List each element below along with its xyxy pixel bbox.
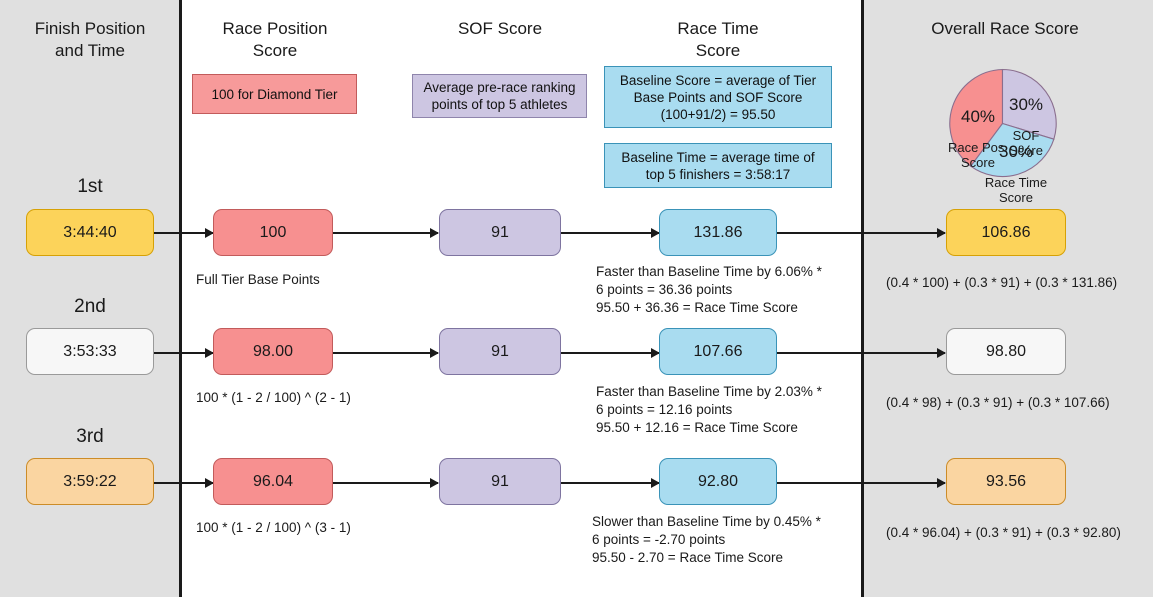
overall-note-3: (0.4 * 96.04) + (0.3 * 91) + (0.3 * 92.8… xyxy=(886,525,1121,540)
row-label-2nd: 2nd xyxy=(74,296,106,317)
race-position-note-3: 100 * (1 - 2 / 100) ^ (3 - 1) xyxy=(196,520,351,535)
left-divider xyxy=(179,0,182,597)
sof-score-box-2[interactable]: 91 xyxy=(439,328,561,375)
pie-label-race-pos-score: 40% Race Pos. Score xyxy=(942,94,1014,170)
race-position-note-1: Full Tier Base Points xyxy=(196,272,320,287)
finish-time-box-2[interactable]: 3:53:33 xyxy=(26,328,154,375)
race-time-score-box-2[interactable]: 107.66 xyxy=(659,328,777,375)
race-time-score-box-3[interactable]: 92.80 xyxy=(659,458,777,505)
sof-score-box-1[interactable]: 91 xyxy=(439,209,561,256)
race-position-score-box-2[interactable]: 98.00 xyxy=(213,328,333,375)
arrow-racetime-to-overall-2 xyxy=(777,348,946,358)
row-label-3rd: 3rd xyxy=(76,426,104,447)
pie-label-sof-score: 30% SOF Score xyxy=(998,82,1054,158)
note-baseline-time: Baseline Time = average time of top 5 fi… xyxy=(604,143,832,188)
pie-pct-race-time-score: 30% xyxy=(998,142,1034,161)
note-sof-definition: Average pre-race ranking points of top 5… xyxy=(412,74,587,118)
overall-score-box-1[interactable]: 106.86 xyxy=(946,209,1066,256)
arrow-position-to-sof-3 xyxy=(333,478,439,488)
pie-svg xyxy=(949,68,1057,178)
pie-slice-sof-score xyxy=(1001,68,1057,140)
overall-score-box-3[interactable]: 93.56 xyxy=(946,458,1066,505)
header-sof-score: SOF Score xyxy=(457,19,543,38)
overall-note-1: (0.4 * 100) + (0.3 * 91) + (0.3 * 131.86… xyxy=(886,275,1118,290)
pie-pct-race-pos-score: 40% xyxy=(960,107,996,126)
arrow-finish-to-position-1 xyxy=(154,228,214,238)
pie-name-sof-score: SOF Score xyxy=(1009,128,1043,158)
arrow-finish-to-position-2 xyxy=(154,348,214,358)
finish-time-box-3[interactable]: 3:59:22 xyxy=(26,458,154,505)
overall-note-2: (0.4 * 98) + (0.3 * 91) + (0.3 * 107.66) xyxy=(886,395,1110,410)
race-time-note-2: Faster than Baseline Time by 2.03% * 6 p… xyxy=(596,384,822,435)
finish-time-box-1[interactable]: 3:44:40 xyxy=(26,209,154,256)
header-finish-position-and-time: Finish Position and Time xyxy=(34,19,146,60)
pie-slice-race-time-score xyxy=(969,122,1055,178)
arrow-position-to-sof-1 xyxy=(333,228,439,238)
right-divider xyxy=(861,0,864,597)
pie-name-race-time-score: Race Time Score xyxy=(984,175,1048,205)
race-position-score-box-3[interactable]: 96.04 xyxy=(213,458,333,505)
race-position-score-box-1[interactable]: 100 xyxy=(213,209,333,256)
arrow-sof-to-racetime-3 xyxy=(561,478,660,488)
race-time-score-box-1[interactable]: 131.86 xyxy=(659,209,777,256)
row-label-1st: 1st xyxy=(77,176,103,197)
header-overall-race-score: Overall Race Score xyxy=(931,19,1079,38)
arrow-finish-to-position-3 xyxy=(154,478,214,488)
arrow-racetime-to-overall-3 xyxy=(777,478,946,488)
arrow-racetime-to-overall-1 xyxy=(777,228,946,238)
pie-label-race-time-score: 30% Race Time Score xyxy=(979,129,1053,205)
sof-score-box-3[interactable]: 91 xyxy=(439,458,561,505)
race-position-note-2: 100 * (1 - 2 / 100) ^ (2 - 1) xyxy=(196,390,351,405)
header-race-position-score: Race Position Score xyxy=(222,19,328,60)
pie-slice-race-pos-score xyxy=(949,68,1004,167)
arrow-sof-to-racetime-1 xyxy=(561,228,660,238)
pie-pct-sof-score: 30% xyxy=(1008,95,1044,114)
overall-score-box-2[interactable]: 98.80 xyxy=(946,328,1066,375)
arrow-sof-to-racetime-2 xyxy=(561,348,660,358)
race-time-note-1: Faster than Baseline Time by 6.06% * 6 p… xyxy=(596,264,822,315)
race-time-note-3: Slower than Baseline Time by 0.45% * 6 p… xyxy=(592,514,821,565)
arrow-position-to-sof-2 xyxy=(333,348,439,358)
pie-name-race-pos-score: Race Pos. Score xyxy=(948,140,1008,170)
header-race-time-score: Race Time Score xyxy=(677,19,759,60)
note-baseline-score: Baseline Score = average of Tier Base Po… xyxy=(604,66,832,128)
overall-score-pie-chart: 40% Race Pos. Score 30% SOF Score 30% Ra… xyxy=(946,67,1059,205)
note-race-position-tier: 100 for Diamond Tier xyxy=(192,74,357,114)
